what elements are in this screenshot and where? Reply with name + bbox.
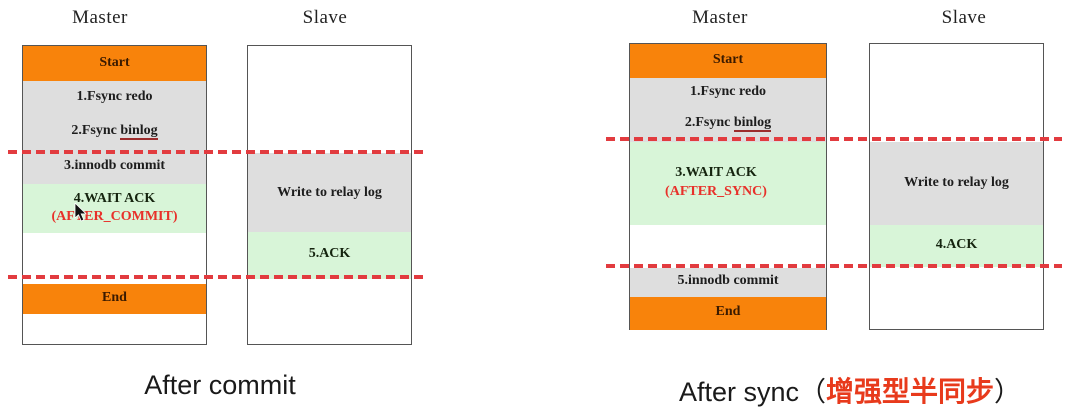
after-commit-master-box: Start 1.Fsync redo 2.Fsync binlog 3.inno… [22, 45, 207, 345]
after-commit-start-segment [23, 46, 206, 81]
after-sync-innodb-commit-label: 5.innodb commit [677, 273, 779, 288]
after-commit-end-segment [23, 284, 206, 314]
after-sync-wait-ack-segment [630, 142, 826, 225]
after-sync-start-segment [630, 44, 826, 78]
after-sync-wait-ack-mode-label: (AFTER_SYNC) [665, 184, 767, 199]
after-sync-start-label: Start [712, 52, 744, 67]
after-commit-master-title: Master [72, 7, 128, 28]
after-commit-sync-line-1 [8, 150, 428, 154]
after-commit-wait-ack-segment [23, 184, 206, 233]
after-commit-ack-label: 5.ACK [308, 246, 351, 261]
after-commit-ack-segment [248, 232, 411, 279]
after-sync-fsync-segment [630, 78, 826, 142]
after-commit-fsync-binlog-prefix: 2.Fsync [71, 123, 121, 138]
after-sync-master-title: Master [692, 7, 748, 28]
after-sync-caption-highlight: 增强型半同步 [826, 376, 995, 407]
after-commit-fsync-segment [23, 81, 206, 184]
after-sync-slave-title: Slave [941, 7, 987, 28]
after-sync-end-segment [630, 297, 826, 330]
after-sync-binlog-word: binlog [733, 115, 772, 132]
after-commit-relay-segment [248, 153, 411, 232]
after-commit-slave-box: Write to relay log 5.ACK [247, 45, 412, 345]
after-commit-caption: After commit [144, 370, 296, 400]
after-commit-end-label: End [102, 290, 127, 305]
after-sync-innodb-segment [630, 268, 826, 297]
after-sync-master-box: Start 1.Fsync redo 2.Fsync binlog 3.WAIT… [629, 43, 827, 330]
after-sync-relay-segment [870, 142, 1043, 225]
after-commit-wait-ack-mode-label: (AFTER_COMMIT) [51, 209, 178, 224]
after-commit-wait-ack-label: 4.WAIT ACK [73, 191, 156, 206]
after-commit-slave-title: Slave [302, 7, 348, 28]
after-sync-fsync-redo-label: 1.Fsync redo [690, 84, 766, 99]
after-sync-caption-prefix: After sync（ [678, 377, 827, 407]
after-commit-relay-label: Write to relay log [277, 185, 382, 200]
after-sync-ack-segment [870, 225, 1043, 267]
after-sync-ack-label: 4.ACK [935, 237, 978, 252]
after-sync-end-label: End [715, 304, 741, 319]
after-sync-wait-ack-label: 3.WAIT ACK [675, 165, 757, 180]
after-sync-slave-box: Write to relay log 4.ACK [869, 43, 1044, 330]
after-sync-sync-line-1 [606, 137, 1062, 141]
after-commit-fsync-redo-label: 1.Fsync redo [76, 89, 153, 104]
after-commit-binlog-word: binlog [120, 123, 158, 140]
after-sync-fsync-binlog-label: 2.Fsync binlog [630, 115, 826, 132]
after-sync-caption-suffix: ） [994, 377, 1022, 407]
after-commit-sync-line-2 [8, 275, 428, 279]
after-commit-start-label: Start [99, 55, 130, 70]
mouse-cursor-icon [74, 203, 87, 222]
after-sync-fsync-binlog-prefix: 2.Fsync [684, 115, 734, 130]
after-sync-caption: After sync（增强型半同步） [640, 370, 1060, 410]
after-sync-sync-line-2 [606, 264, 1062, 268]
after-commit-fsync-binlog-label: 2.Fsync binlog [23, 123, 206, 140]
after-sync-relay-label: Write to relay log [904, 175, 1009, 190]
after-commit-innodb-commit-label: 3.innodb commit [63, 158, 166, 173]
